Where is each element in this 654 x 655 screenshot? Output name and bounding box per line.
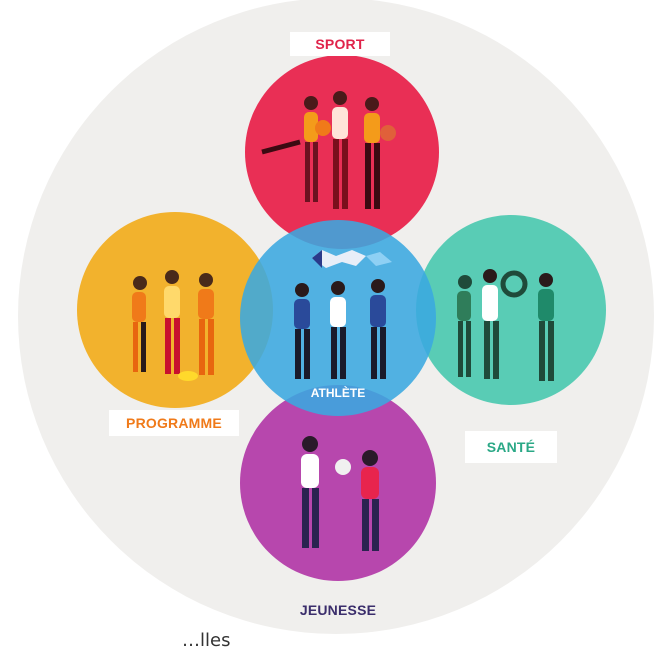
sport-people-illustration [261, 91, 396, 209]
sport-label: SPORT [290, 32, 390, 56]
sport-circle-group [245, 55, 439, 249]
athlete-people-illustration [294, 250, 392, 379]
programme-label: PROGRAMME [109, 410, 239, 436]
athlete-label: ATHLÈTE [310, 386, 366, 400]
jeunesse-circle-group [240, 385, 436, 581]
sante-circle [416, 215, 606, 405]
sante-people-illustration [457, 269, 554, 381]
jeunesse-circle [240, 385, 436, 581]
sante-circle-group [416, 215, 606, 405]
programme-circle-group [77, 212, 273, 408]
programme-people-illustration [132, 270, 214, 381]
athlete-circle-group [240, 220, 436, 416]
cutoff-text: …lles [182, 630, 231, 651]
jeunesse-label: JEUNESSE [299, 602, 377, 618]
jeunesse-people-illustration [301, 436, 379, 551]
sante-label: SANTÉ [465, 431, 557, 463]
